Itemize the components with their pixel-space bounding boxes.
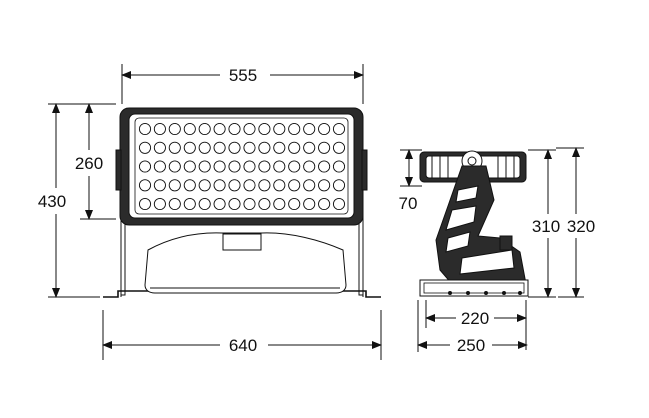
led-lens — [183, 160, 196, 173]
dim-label-250: 250 — [457, 336, 485, 355]
led-lens — [168, 160, 181, 173]
front-lower-housing — [144, 232, 347, 294]
dim-label-260: 260 — [75, 154, 103, 173]
led-lens — [318, 160, 331, 173]
led-lens — [273, 197, 286, 211]
led-lens — [318, 179, 331, 192]
led-lens — [228, 141, 241, 154]
led-lens — [288, 179, 301, 192]
led-lens — [213, 122, 226, 136]
dim-side-depth-outer: 250 — [417, 300, 528, 355]
led-lens — [198, 141, 211, 154]
led-lens — [183, 122, 196, 136]
led-lens — [332, 122, 346, 136]
led-lens — [138, 197, 152, 211]
led-lens — [153, 122, 166, 136]
dim-front-height-panel: 260 — [75, 103, 116, 220]
dim-label-430: 430 — [38, 192, 66, 211]
led-lens — [303, 197, 316, 211]
led-lens — [243, 160, 256, 173]
led-lens — [138, 179, 152, 192]
side-bracket-arm — [435, 165, 527, 285]
led-lens — [168, 197, 181, 211]
dim-label-555: 555 — [229, 66, 257, 85]
led-lens — [198, 197, 211, 211]
led-lens — [153, 141, 166, 154]
led-lens — [303, 160, 316, 173]
led-lens — [258, 179, 271, 192]
led-lens — [318, 197, 331, 211]
dim-side-height-body: 310 — [528, 149, 560, 298]
led-lens — [213, 141, 226, 154]
led-lens — [273, 179, 286, 192]
dim-label-320: 320 — [567, 217, 595, 236]
led-lens — [288, 160, 301, 173]
led-lens — [153, 197, 166, 211]
front-led-panel — [115, 107, 368, 226]
dim-label-220: 220 — [461, 309, 489, 328]
led-lens — [138, 122, 152, 136]
led-lens — [183, 197, 196, 211]
led-lens — [243, 179, 256, 192]
dim-label-70: 70 — [399, 194, 418, 213]
led-lens — [303, 122, 316, 136]
led-lens — [228, 179, 241, 192]
led-lens — [288, 141, 301, 154]
led-lens — [183, 179, 196, 192]
dim-side-height-head: 70 — [399, 149, 422, 213]
dim-front-width-base: 640 — [102, 310, 382, 360]
led-grid — [138, 122, 346, 211]
led-lens — [288, 122, 301, 136]
led-lens — [258, 197, 271, 211]
front-view: 555 640 430 260 — [38, 64, 382, 360]
led-lens — [332, 197, 346, 211]
led-lens — [332, 141, 346, 154]
dim-front-height-total: 430 — [38, 103, 116, 298]
led-lens — [183, 141, 196, 154]
led-lens — [138, 141, 152, 154]
led-lens — [273, 122, 286, 136]
led-lens — [198, 122, 211, 136]
led-lens — [332, 160, 346, 173]
led-lens — [198, 179, 211, 192]
side-base-plate — [419, 279, 529, 297]
dim-side-height-total: 320 — [556, 147, 595, 298]
led-lens — [303, 141, 316, 154]
led-lens — [138, 160, 152, 173]
led-lens — [228, 197, 241, 211]
led-lens — [332, 179, 346, 192]
led-lens — [288, 197, 301, 211]
led-lens — [168, 122, 181, 136]
led-lens — [153, 179, 166, 192]
led-lens — [168, 179, 181, 192]
dim-label-310: 310 — [532, 217, 560, 236]
side-view: 70 310 320 220 — [399, 147, 595, 355]
led-lens — [243, 122, 256, 136]
led-lens — [318, 141, 331, 154]
led-lens — [213, 179, 226, 192]
led-lens — [198, 160, 211, 173]
led-lens — [228, 160, 241, 173]
dim-front-width-top: 555 — [121, 64, 364, 104]
led-lens — [273, 141, 286, 154]
led-lens — [258, 122, 271, 136]
led-lens — [243, 141, 256, 154]
led-lens — [258, 141, 271, 154]
led-lens — [243, 197, 256, 211]
led-lens — [273, 160, 286, 173]
led-lens — [318, 122, 331, 136]
dim-side-depth-inner: 220 — [425, 300, 527, 350]
led-lens — [213, 160, 226, 173]
led-lens — [303, 179, 316, 192]
led-lens — [168, 141, 181, 154]
led-lens — [153, 160, 166, 173]
led-lens — [258, 160, 271, 173]
dim-label-640: 640 — [229, 336, 257, 355]
led-lens — [213, 197, 226, 211]
led-lens — [228, 122, 241, 136]
